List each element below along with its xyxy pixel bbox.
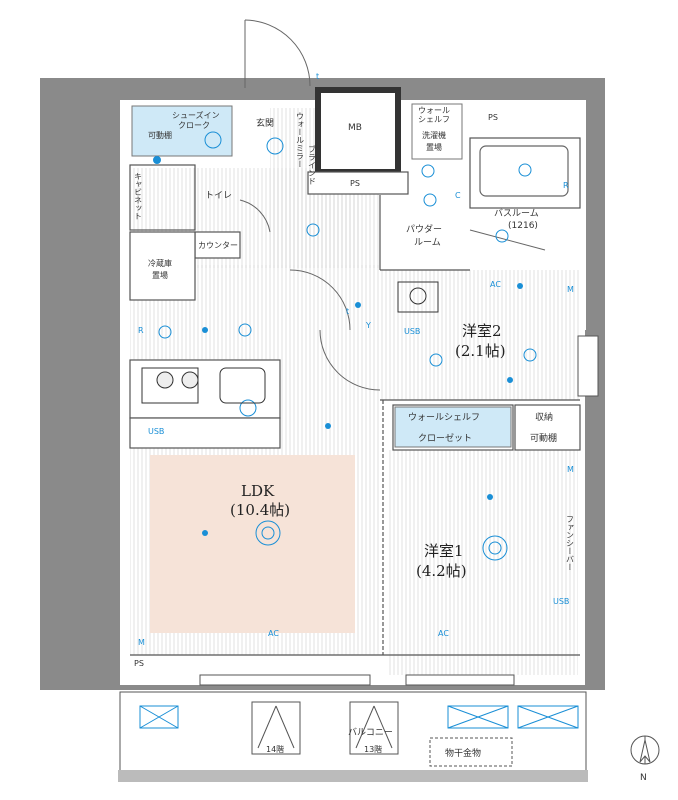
floor13-label: 13階 [364,744,382,754]
wall-shelf-label: ウォールシェルフ [408,412,480,423]
entrance-label: 玄関 [256,117,274,129]
counter-label: カウンター [198,241,238,250]
washer-label-2: 置場 [426,142,442,152]
ac-bedroom1: AC [438,629,449,638]
north-compass [630,735,660,765]
t-entrance: t [316,72,319,81]
ps-label-1: PS [350,179,360,188]
fan-shelf-label: ファンシーバー [566,515,575,571]
ps-label-3: PS [134,659,144,668]
windows [199,335,599,686]
powder-name-2: ルーム [414,237,441,248]
usb-kitchen: USB [148,427,164,436]
wall-shelf-bedroom [394,406,512,448]
toilet-label: トイレ [205,191,232,201]
bedroom2-name: 洋室2 [462,322,502,340]
mb-label: MB [348,123,362,133]
r-kitchen: R [138,326,144,335]
washer-shelf-2: シェルフ [418,115,450,124]
shoes-label-1: シューズイン [172,110,220,120]
wall-mirror-label: ウォールミラー [296,112,305,168]
shoes-label-2: クローク [178,121,210,130]
storage-label-1: 収納 [535,411,553,423]
bedroom1-name: 洋室1 [424,542,464,560]
m-ldk: M [138,638,145,647]
ldk-name: LDK [241,482,275,500]
drying-label: 物干金物 [445,747,481,759]
balcony-label: バルコニー [348,727,393,738]
m-bedroom2: M [567,285,574,294]
washer-shelf-1: ウォール [418,106,450,115]
usb-bedroom2: USB [404,327,420,336]
m-bedroom1: M [567,465,574,474]
equipment [141,131,537,561]
y-hall: Y [365,321,371,330]
ac-bedroom2: AC [490,280,501,289]
fridge-label-1: 冷蔵庫 [148,258,172,268]
bedroom2-size: (2.1帖) [455,342,506,360]
powder-name-1: パウダー [406,223,442,235]
cabinet-label: キャビネット [134,172,143,220]
c-powder: C [455,191,461,200]
labels: LDK (10.4帖) 洋室1 (4.2帖) 洋室2 (2.1帖) バスルーム … [134,72,647,783]
shoes-shelf-label: 可動棚 [148,130,172,140]
balcony [118,691,588,782]
t-hall: t [346,307,349,316]
doors [239,19,546,391]
fridge-label-2: 置場 [152,270,168,280]
north-label: N [640,773,647,783]
floor14-label: 14階 [266,744,284,754]
ac-ldk: AC [268,629,279,638]
storage-label-2: 可動棚 [530,432,557,444]
bedroom1-size: (4.2帖) [416,562,467,580]
ldk-size: (10.4帖) [230,501,290,519]
bathroom-size: (1216) [508,221,538,231]
closet-label: クローゼット [418,432,472,444]
ldk-highlight [150,455,355,633]
ps-label-2: PS [488,113,498,122]
blind-label: ブラインド [308,144,317,185]
washer-area [411,103,463,160]
washer-label-1: 洗濯機 [422,130,446,140]
bathroom-name: バスルーム [494,208,539,219]
r-bath: R [563,181,569,190]
usb-bedroom1: USB [553,597,569,606]
